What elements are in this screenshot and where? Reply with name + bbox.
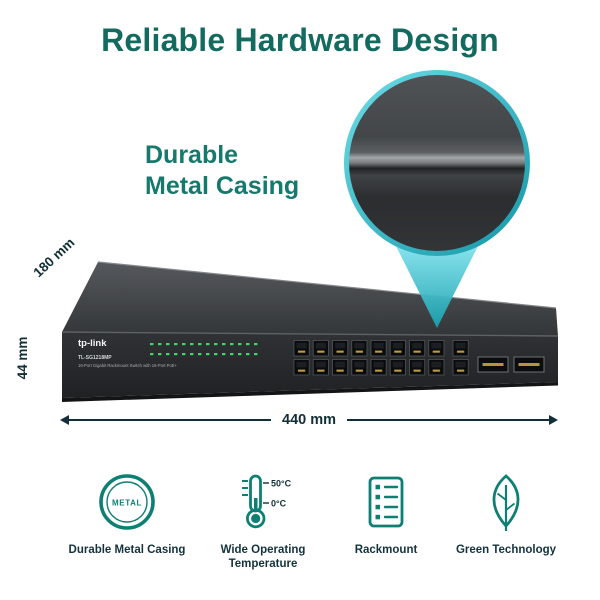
ethernet-ports (292, 339, 446, 377)
feature-green-technology: Green Technology (441, 470, 571, 557)
feature-rackmount: Rackmount (326, 470, 446, 557)
rackmount-icon (356, 470, 416, 534)
magnifier-lens (344, 70, 530, 256)
callout-text: Durable Metal Casing (145, 140, 299, 202)
svg-text:0°C: 0°C (271, 499, 287, 509)
dimension-width-label: 440 mm (282, 412, 337, 428)
arrowhead-right-icon (549, 415, 559, 425)
feature-label: Green Technology (455, 544, 557, 556)
thermometer-icon: 50°C 0°C (228, 470, 298, 534)
dimension-height: 44 mm (15, 336, 30, 380)
dimension-width: 440 mm (60, 412, 559, 428)
device-description: 16-Port Gigabit Rackmount Switch with 16… (78, 363, 178, 368)
led-indicators (150, 343, 262, 363)
switch-product-image: tp-link TL-SG1218MP 16-Port Gigabit Rack… (61, 261, 559, 402)
metal-casing-closeup (349, 75, 525, 251)
sfp-ports (477, 356, 545, 373)
dimension-line (69, 419, 271, 421)
feature-label: Durable Metal Casing (68, 544, 186, 556)
zoom-arrow-icon (393, 240, 481, 328)
callout-line2: Metal Casing (145, 172, 300, 200)
feature-wide-operating-temperature: 50°C 0°C Wide Operating Temperature (193, 470, 333, 571)
page-title: Reliable Hardware Design (101, 22, 499, 58)
metal-badge-icon: METAL (97, 470, 157, 534)
uplink-ports (451, 339, 471, 377)
brand-logo: tp-link (78, 338, 107, 349)
leaf-icon (476, 470, 536, 534)
feature-durable-metal-casing: METAL Durable Metal Casing (52, 470, 202, 557)
switch-bottom-edge (62, 382, 558, 402)
dimension-line (347, 419, 550, 421)
svg-text:METAL: METAL (112, 499, 142, 508)
feature-label: Rackmount (354, 544, 418, 556)
feature-label: Wide Operating Temperature (220, 544, 306, 570)
svg-text:50°C: 50°C (271, 479, 292, 489)
arrowhead-left-icon (60, 415, 69, 425)
device-model: TL-SG1218MP (78, 355, 112, 361)
callout-line1: Durable (145, 141, 239, 169)
